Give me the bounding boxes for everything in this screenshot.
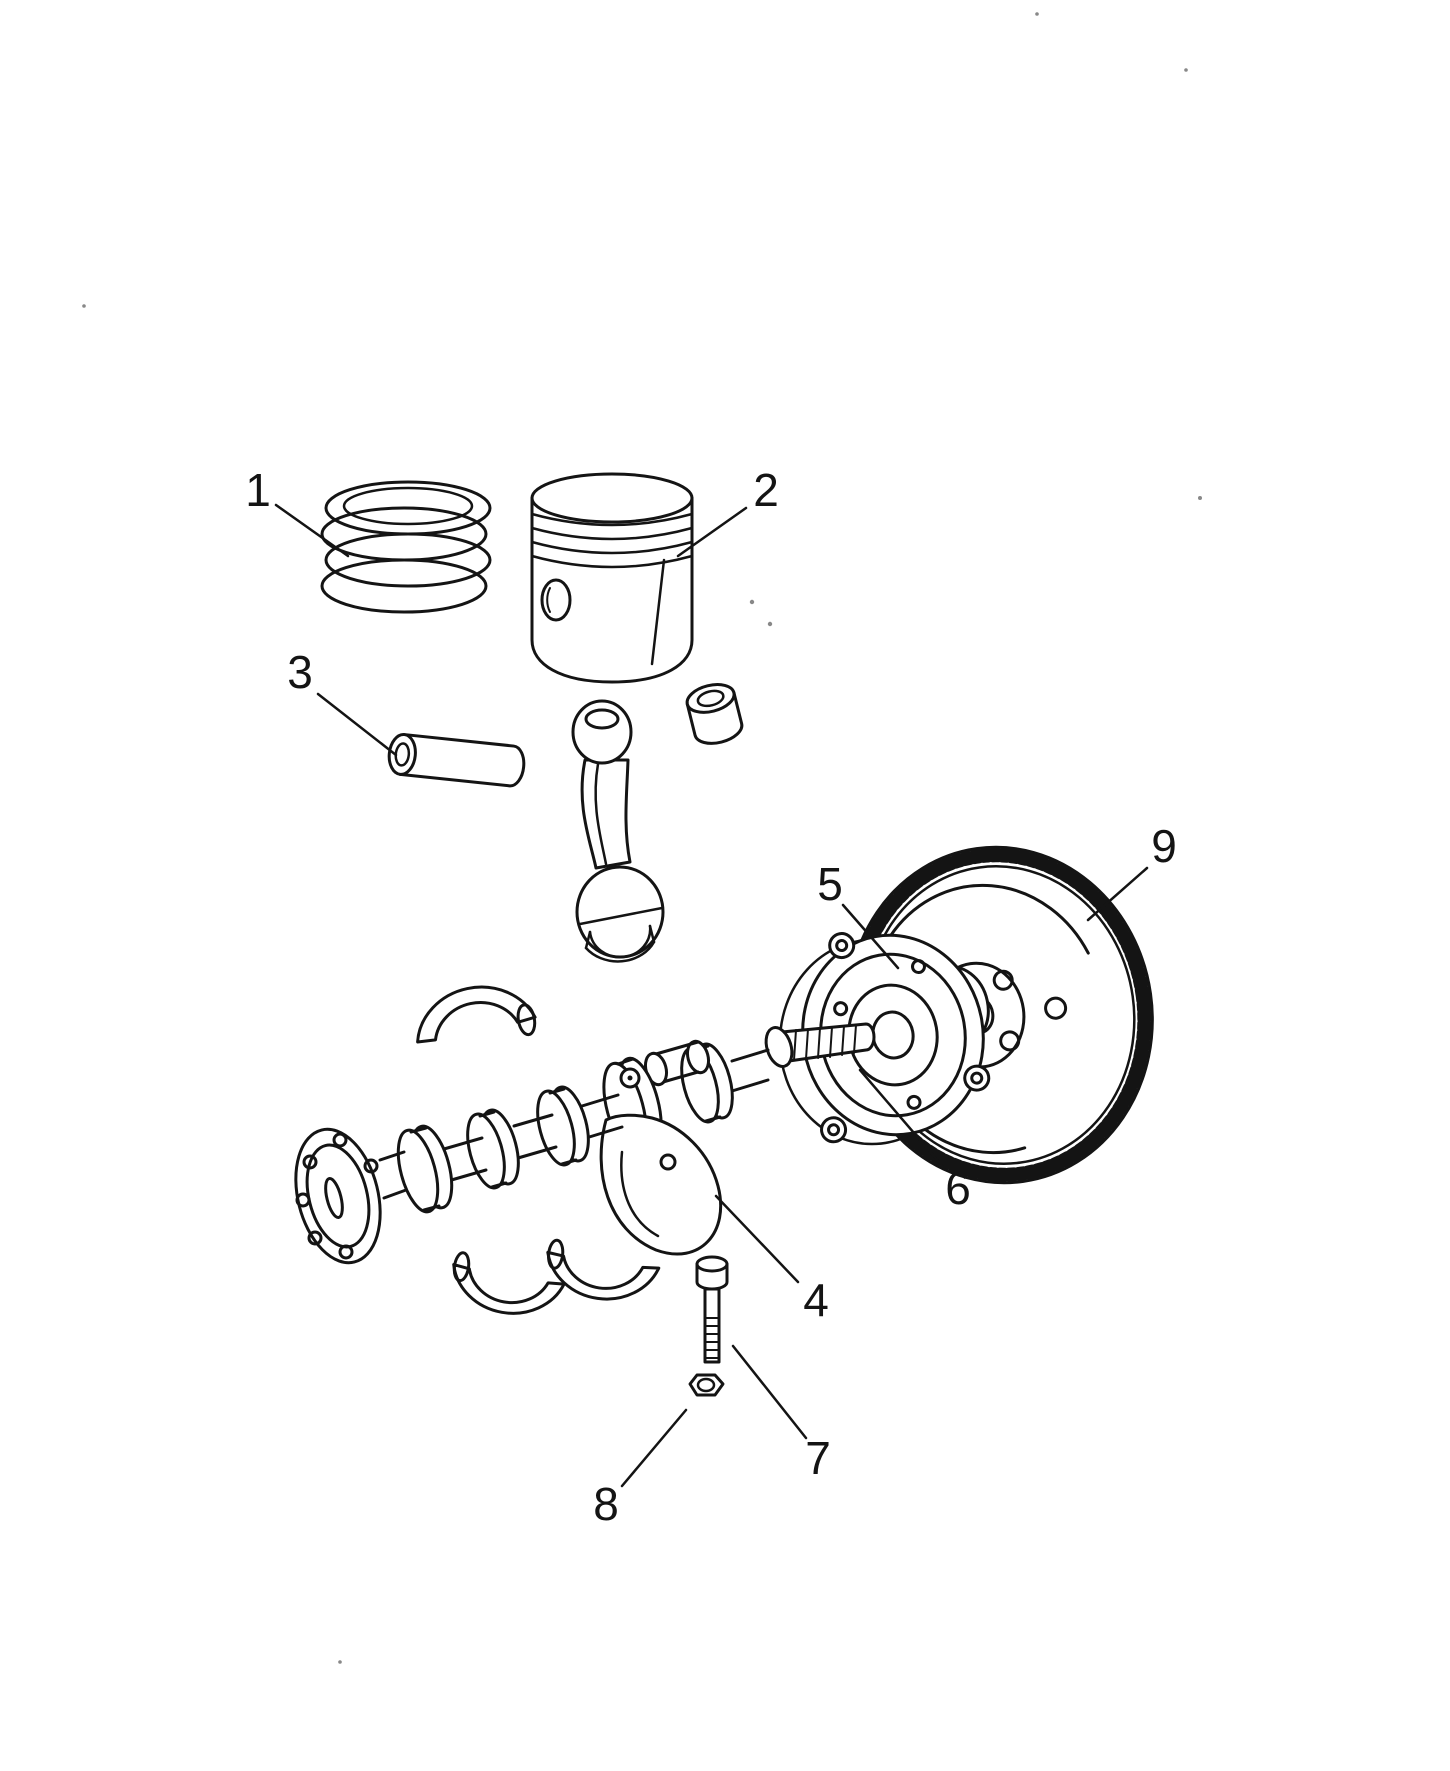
leader-7 <box>731 1344 808 1440</box>
bearing-shell-lower-right <box>546 1238 661 1301</box>
callout-label-5: 5 <box>817 858 843 910</box>
bolt <box>695 1255 729 1364</box>
bearing-shell-lower-left <box>452 1251 566 1315</box>
leader-6 <box>858 1068 946 1170</box>
piston-pin <box>387 733 526 788</box>
scan-specks <box>82 12 1202 1664</box>
piston <box>530 472 694 684</box>
leader-3 <box>316 692 398 757</box>
callout-label-2: 2 <box>753 464 779 516</box>
crankshaft-counterweight <box>599 1113 723 1256</box>
callout-label-7: 7 <box>805 1432 831 1484</box>
leader-2 <box>676 506 748 558</box>
callout-label-4: 4 <box>803 1274 829 1326</box>
crankshaft <box>294 1022 876 1265</box>
callout-label-6: 6 <box>945 1162 971 1214</box>
callout-label-8: 8 <box>593 1478 619 1530</box>
leader-5 <box>841 903 900 970</box>
leader-4 <box>714 1194 800 1284</box>
connecting-rod <box>571 699 665 963</box>
crankshaft-front-flange <box>294 1127 382 1265</box>
callout-label-9: 9 <box>1151 820 1177 872</box>
rod-bushing <box>685 683 744 745</box>
bearing-shell-upper <box>416 985 537 1044</box>
piston-rings <box>320 480 492 614</box>
nut <box>688 1373 725 1397</box>
leader-8 <box>620 1408 688 1488</box>
callout-labels: 1 2 3 4 5 6 7 8 9 <box>245 464 1177 1530</box>
callout-label-1: 1 <box>245 464 271 516</box>
leader-9 <box>1086 866 1149 922</box>
callout-label-3: 3 <box>287 646 313 698</box>
leader-1 <box>274 503 350 558</box>
callout-leaders <box>274 503 1149 1488</box>
